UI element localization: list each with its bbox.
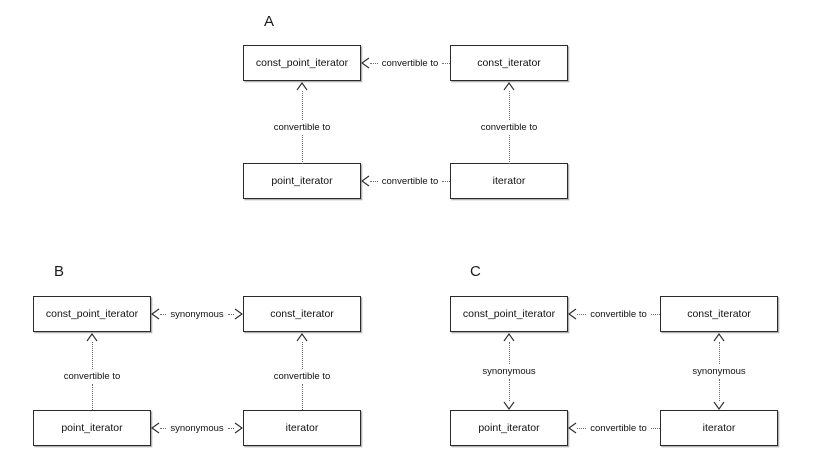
panel-c-box-const-point-iterator[interactable]: const_point_iterator bbox=[450, 296, 568, 332]
panel-b-box-iterator[interactable]: iterator bbox=[243, 410, 361, 446]
panel-b-box-point-iterator[interactable]: point_iterator bbox=[33, 410, 151, 446]
panel-c-edge-left-label: synonymous bbox=[479, 364, 539, 379]
panel-a-edge-left-vertical: convertible to bbox=[227, 82, 377, 164]
connector-line bbox=[718, 379, 720, 401]
panel-a-edge-bottom-horizontal: convertible to bbox=[361, 172, 451, 190]
panel-b-edge-bottom-label: synonymous bbox=[166, 422, 228, 434]
connector-line bbox=[227, 427, 234, 429]
panel-a-edge-right-vertical: convertible to bbox=[434, 82, 584, 164]
arrowhead-up-icon bbox=[503, 333, 515, 342]
connector-line bbox=[91, 342, 93, 369]
panel-b-box-const-point-iterator[interactable]: const_point_iterator bbox=[33, 296, 151, 332]
panel-a-box-const-point-iterator[interactable]: const_point_iterator bbox=[243, 45, 361, 81]
panel-letter-b: B bbox=[54, 263, 65, 280]
arrowhead-left-icon bbox=[151, 308, 160, 320]
panel-a-edge-right-label: convertible to bbox=[477, 120, 541, 135]
connector-line bbox=[577, 427, 587, 429]
connector-line bbox=[508, 135, 510, 164]
panel-c-edge-left-vertical: synonymous bbox=[434, 333, 584, 410]
connector-line bbox=[227, 313, 234, 315]
arrowhead-up-icon bbox=[296, 333, 308, 342]
connector-line bbox=[91, 383, 93, 410]
connector-line bbox=[160, 313, 167, 315]
arrowhead-down-icon bbox=[713, 401, 725, 410]
arrowhead-right-icon bbox=[234, 308, 243, 320]
panel-b-edge-bottom-horizontal: synonymous bbox=[151, 419, 243, 437]
panel-a-box-iterator[interactable]: iterator bbox=[450, 163, 568, 199]
panel-c-edge-bottom-label: convertible to bbox=[586, 422, 651, 434]
connector-line bbox=[442, 180, 451, 182]
panel-b-edge-left-vertical: convertible to bbox=[17, 333, 167, 410]
panel-b-edge-left-label: convertible to bbox=[60, 368, 124, 384]
panel-b-edge-right-label: convertible to bbox=[270, 368, 334, 384]
panel-c-box-point-iterator[interactable]: point_iterator bbox=[450, 410, 568, 446]
panel-c-edge-top-label: convertible to bbox=[586, 308, 651, 320]
panel-c-box-iterator[interactable]: iterator bbox=[660, 410, 778, 446]
panel-a-edge-top-label: convertible to bbox=[377, 57, 443, 69]
connector-line bbox=[442, 62, 451, 64]
arrowhead-up-icon bbox=[713, 333, 725, 342]
arrowhead-left-icon bbox=[361, 57, 370, 69]
arrowhead-left-icon bbox=[361, 175, 370, 187]
panel-b-edge-right-vertical: convertible to bbox=[227, 333, 377, 410]
connector-line bbox=[577, 313, 587, 315]
arrowhead-right-icon bbox=[234, 422, 243, 434]
panel-c-box-const-iterator[interactable]: const_iterator bbox=[660, 296, 778, 332]
connector-line bbox=[301, 91, 303, 120]
panel-a-box-point-iterator[interactable]: point_iterator bbox=[243, 163, 361, 199]
panel-b-edge-top-horizontal: synonymous bbox=[151, 305, 243, 323]
panel-letter-a: A bbox=[264, 13, 275, 30]
connector-line bbox=[370, 62, 378, 64]
panel-letter-c: C bbox=[470, 263, 481, 280]
arrowhead-left-icon bbox=[568, 422, 577, 434]
arrowhead-left-icon bbox=[151, 422, 160, 434]
connector-line bbox=[301, 342, 303, 369]
panel-a-edge-left-label: convertible to bbox=[270, 120, 334, 135]
arrowhead-up-icon bbox=[296, 82, 308, 91]
connector-line bbox=[650, 313, 661, 315]
panel-c-edge-bottom-horizontal: convertible to bbox=[568, 419, 661, 437]
panel-b-edge-top-label: synonymous bbox=[166, 308, 228, 320]
arrowhead-up-icon bbox=[503, 82, 515, 91]
connector-line bbox=[508, 342, 510, 364]
panel-b-box-const-iterator[interactable]: const_iterator bbox=[243, 296, 361, 332]
connector-line bbox=[650, 427, 661, 429]
panel-c-edge-top-horizontal: convertible to bbox=[568, 305, 661, 323]
connector-line bbox=[508, 91, 510, 120]
panel-a-edge-bottom-label: convertible to bbox=[377, 175, 443, 187]
connector-line bbox=[301, 383, 303, 410]
connector-line bbox=[718, 342, 720, 364]
connector-line bbox=[508, 379, 510, 401]
panel-a-box-const-iterator[interactable]: const_iterator bbox=[450, 45, 568, 81]
arrowhead-down-icon bbox=[503, 401, 515, 410]
connector-line bbox=[301, 135, 303, 164]
panel-a-edge-top-horizontal: convertible to bbox=[361, 54, 451, 72]
panel-c-edge-right-label: synonymous bbox=[689, 364, 749, 379]
connector-line bbox=[370, 180, 378, 182]
arrowhead-left-icon bbox=[568, 308, 577, 320]
arrowhead-up-icon bbox=[86, 333, 98, 342]
connector-line bbox=[160, 427, 167, 429]
panel-c-edge-right-vertical: synonymous bbox=[644, 333, 794, 410]
